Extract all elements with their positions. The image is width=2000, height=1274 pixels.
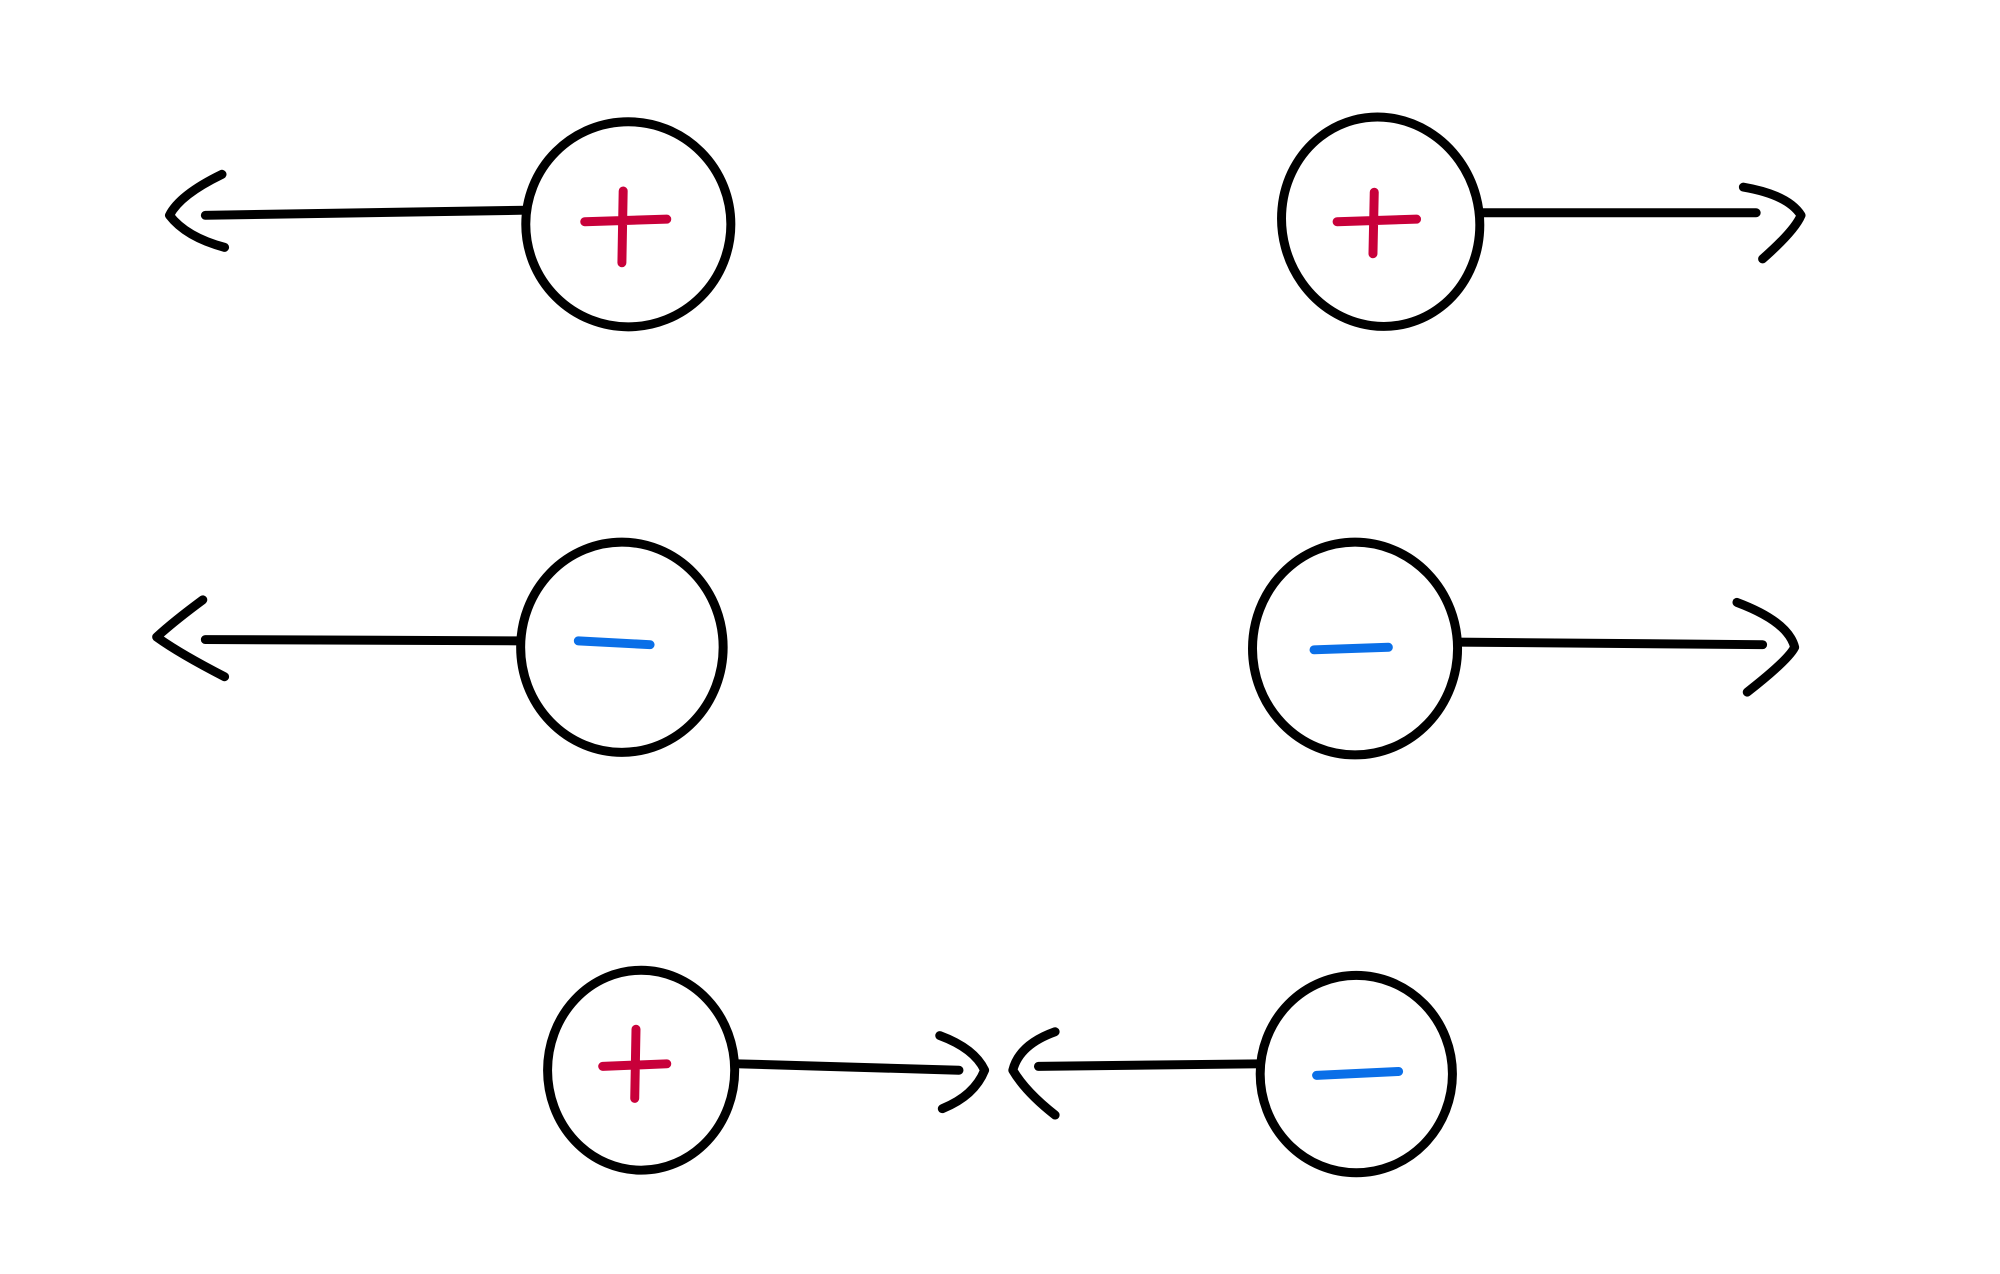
minus-sign-icon <box>573 636 655 650</box>
positive-charge-left <box>164 117 736 332</box>
force-arrow-left <box>152 595 524 682</box>
positive-charge-right <box>1277 112 1806 331</box>
minus-sign-icon <box>1312 1067 1404 1080</box>
force-arrow-right <box>732 1031 990 1114</box>
positive-charge <box>543 965 990 1175</box>
negative-charge-right <box>1248 537 1800 760</box>
force-arrow-right <box>1453 597 1800 697</box>
negative-charge <box>1008 970 1457 1178</box>
charge-circle <box>543 965 740 1175</box>
row-negative-negative-repel <box>152 537 1800 760</box>
plus-sign-icon <box>580 186 672 268</box>
minus-sign-icon <box>1309 642 1393 655</box>
plus-sign-icon <box>1332 187 1422 259</box>
force-arrow-left <box>1008 1027 1265 1120</box>
plus-sign-icon <box>598 1024 672 1103</box>
row-positive-positive-repel <box>164 112 1806 332</box>
negative-charge-left <box>152 537 728 757</box>
force-arrow-right <box>1473 182 1806 264</box>
row-positive-negative-attract <box>543 965 1457 1178</box>
force-arrow-left <box>164 169 531 252</box>
